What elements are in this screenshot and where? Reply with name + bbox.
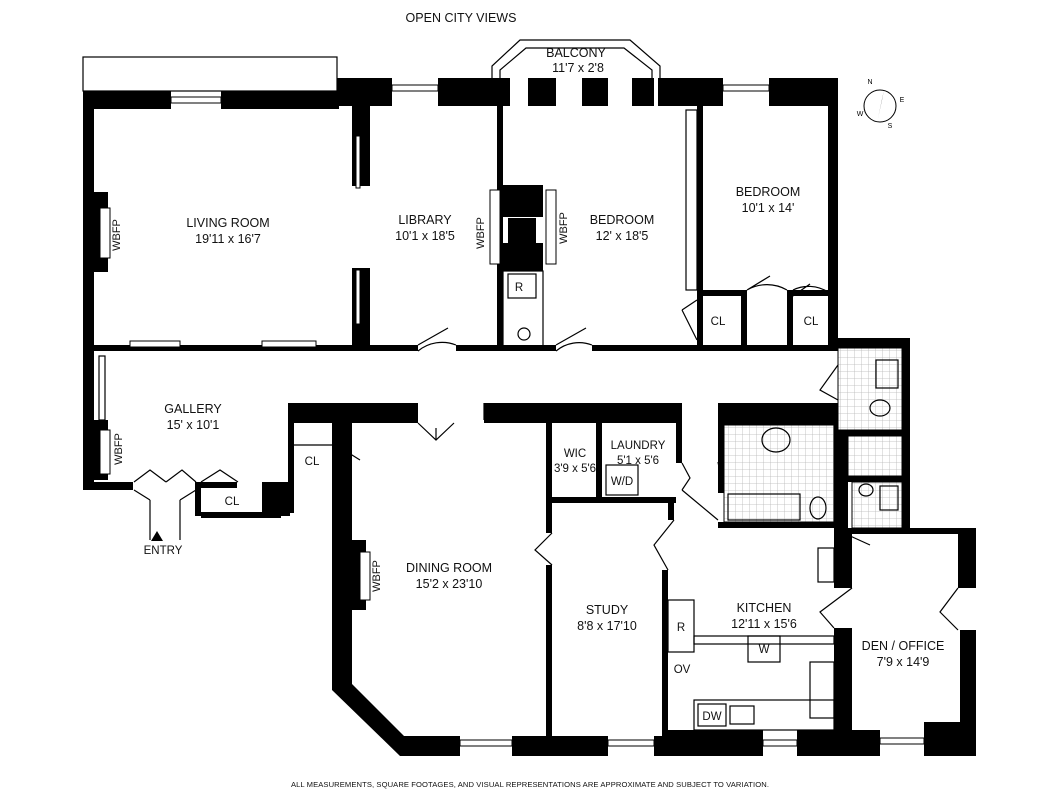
closet-bedroom-2: CL	[804, 316, 819, 328]
entry-label: ENTRY	[144, 545, 183, 557]
refrigerator-label-kitchen: R	[677, 622, 685, 634]
bedroom-1-dims: 12' x 18'5	[596, 229, 649, 243]
wbfp-dining-room: WBFP	[371, 560, 383, 592]
oven-label: OV	[674, 664, 691, 676]
closet-entry: CL	[225, 496, 240, 508]
disclaimer: ALL MEASUREMENTS, SQUARE FOOTAGES, AND V…	[291, 780, 769, 789]
kitchen-dims: 12'11 x 15'6	[731, 617, 797, 631]
compass-north: N	[867, 79, 872, 86]
wic-dims: 3'9 x 5'6	[554, 463, 596, 475]
wine-fridge-label: W	[759, 644, 770, 656]
den-office-name: DEN / OFFICE	[862, 639, 945, 653]
balcony-name: BALCONY	[546, 46, 606, 60]
gallery-name: GALLERY	[164, 402, 222, 416]
door-swings	[133, 275, 959, 631]
dining-room-name: DINING ROOM	[406, 561, 492, 575]
closet-gallery: CL	[305, 456, 320, 468]
compass-west: W	[857, 111, 864, 118]
wbfp-gallery: WBFP	[113, 433, 125, 465]
living-room-name: LIVING ROOM	[186, 216, 269, 230]
library-name: LIBRARY	[398, 213, 452, 227]
wbfp-living-room: WBFP	[111, 219, 123, 251]
room-labels: BALCONY 11'7 x 2'8 LIVING ROOM 19'11 x 1…	[164, 46, 944, 669]
bedroom-2-dims: 10'1 x 14'	[742, 201, 795, 215]
fixture-labels: WBFP WBFP WBFP WBFP WBFP CL CL CL CL ENT…	[111, 212, 819, 723]
kitchen-name: KITCHEN	[737, 601, 792, 615]
entry-arrow-icon	[151, 531, 163, 541]
bedroom-2-name: BEDROOM	[736, 185, 801, 199]
compass-south: S	[888, 123, 893, 130]
wic-name: WIC	[564, 448, 586, 460]
compass-needle-icon	[878, 90, 884, 118]
study-dims: 8'8 x 17'10	[577, 619, 637, 633]
refrigerator-label-bar: R	[515, 282, 523, 294]
study-name: STUDY	[586, 603, 629, 617]
library-dims: 10'1 x 18'5	[395, 229, 455, 243]
wbfp-library: WBFP	[475, 217, 487, 249]
compass-rose: N E S W	[857, 79, 905, 130]
wbfp-bedroom: WBFP	[558, 212, 570, 244]
laundry-dims: 5'1 x 5'6	[617, 455, 659, 467]
gallery-dims: 15' x 10'1	[167, 418, 220, 432]
living-room-dims: 19'11 x 16'7	[195, 232, 261, 246]
interior-walls	[83, 106, 902, 756]
compass-east: E	[900, 97, 905, 104]
dining-room-dims: 15'2 x 23'10	[416, 577, 483, 591]
washer-dryer-label: W/D	[611, 476, 633, 488]
dishwasher-label: DW	[702, 711, 721, 723]
closet-bedroom-1: CL	[711, 316, 726, 328]
laundry-name: LAUNDRY	[611, 440, 666, 452]
balcony-dims: 11'7 x 2'8	[552, 61, 604, 75]
open-city-views-label: OPEN CITY VIEWS	[406, 11, 517, 25]
den-office-dims: 7'9 x 14'9	[877, 655, 930, 669]
bedroom-1-name: BEDROOM	[590, 213, 655, 227]
fixtures	[94, 192, 903, 731]
